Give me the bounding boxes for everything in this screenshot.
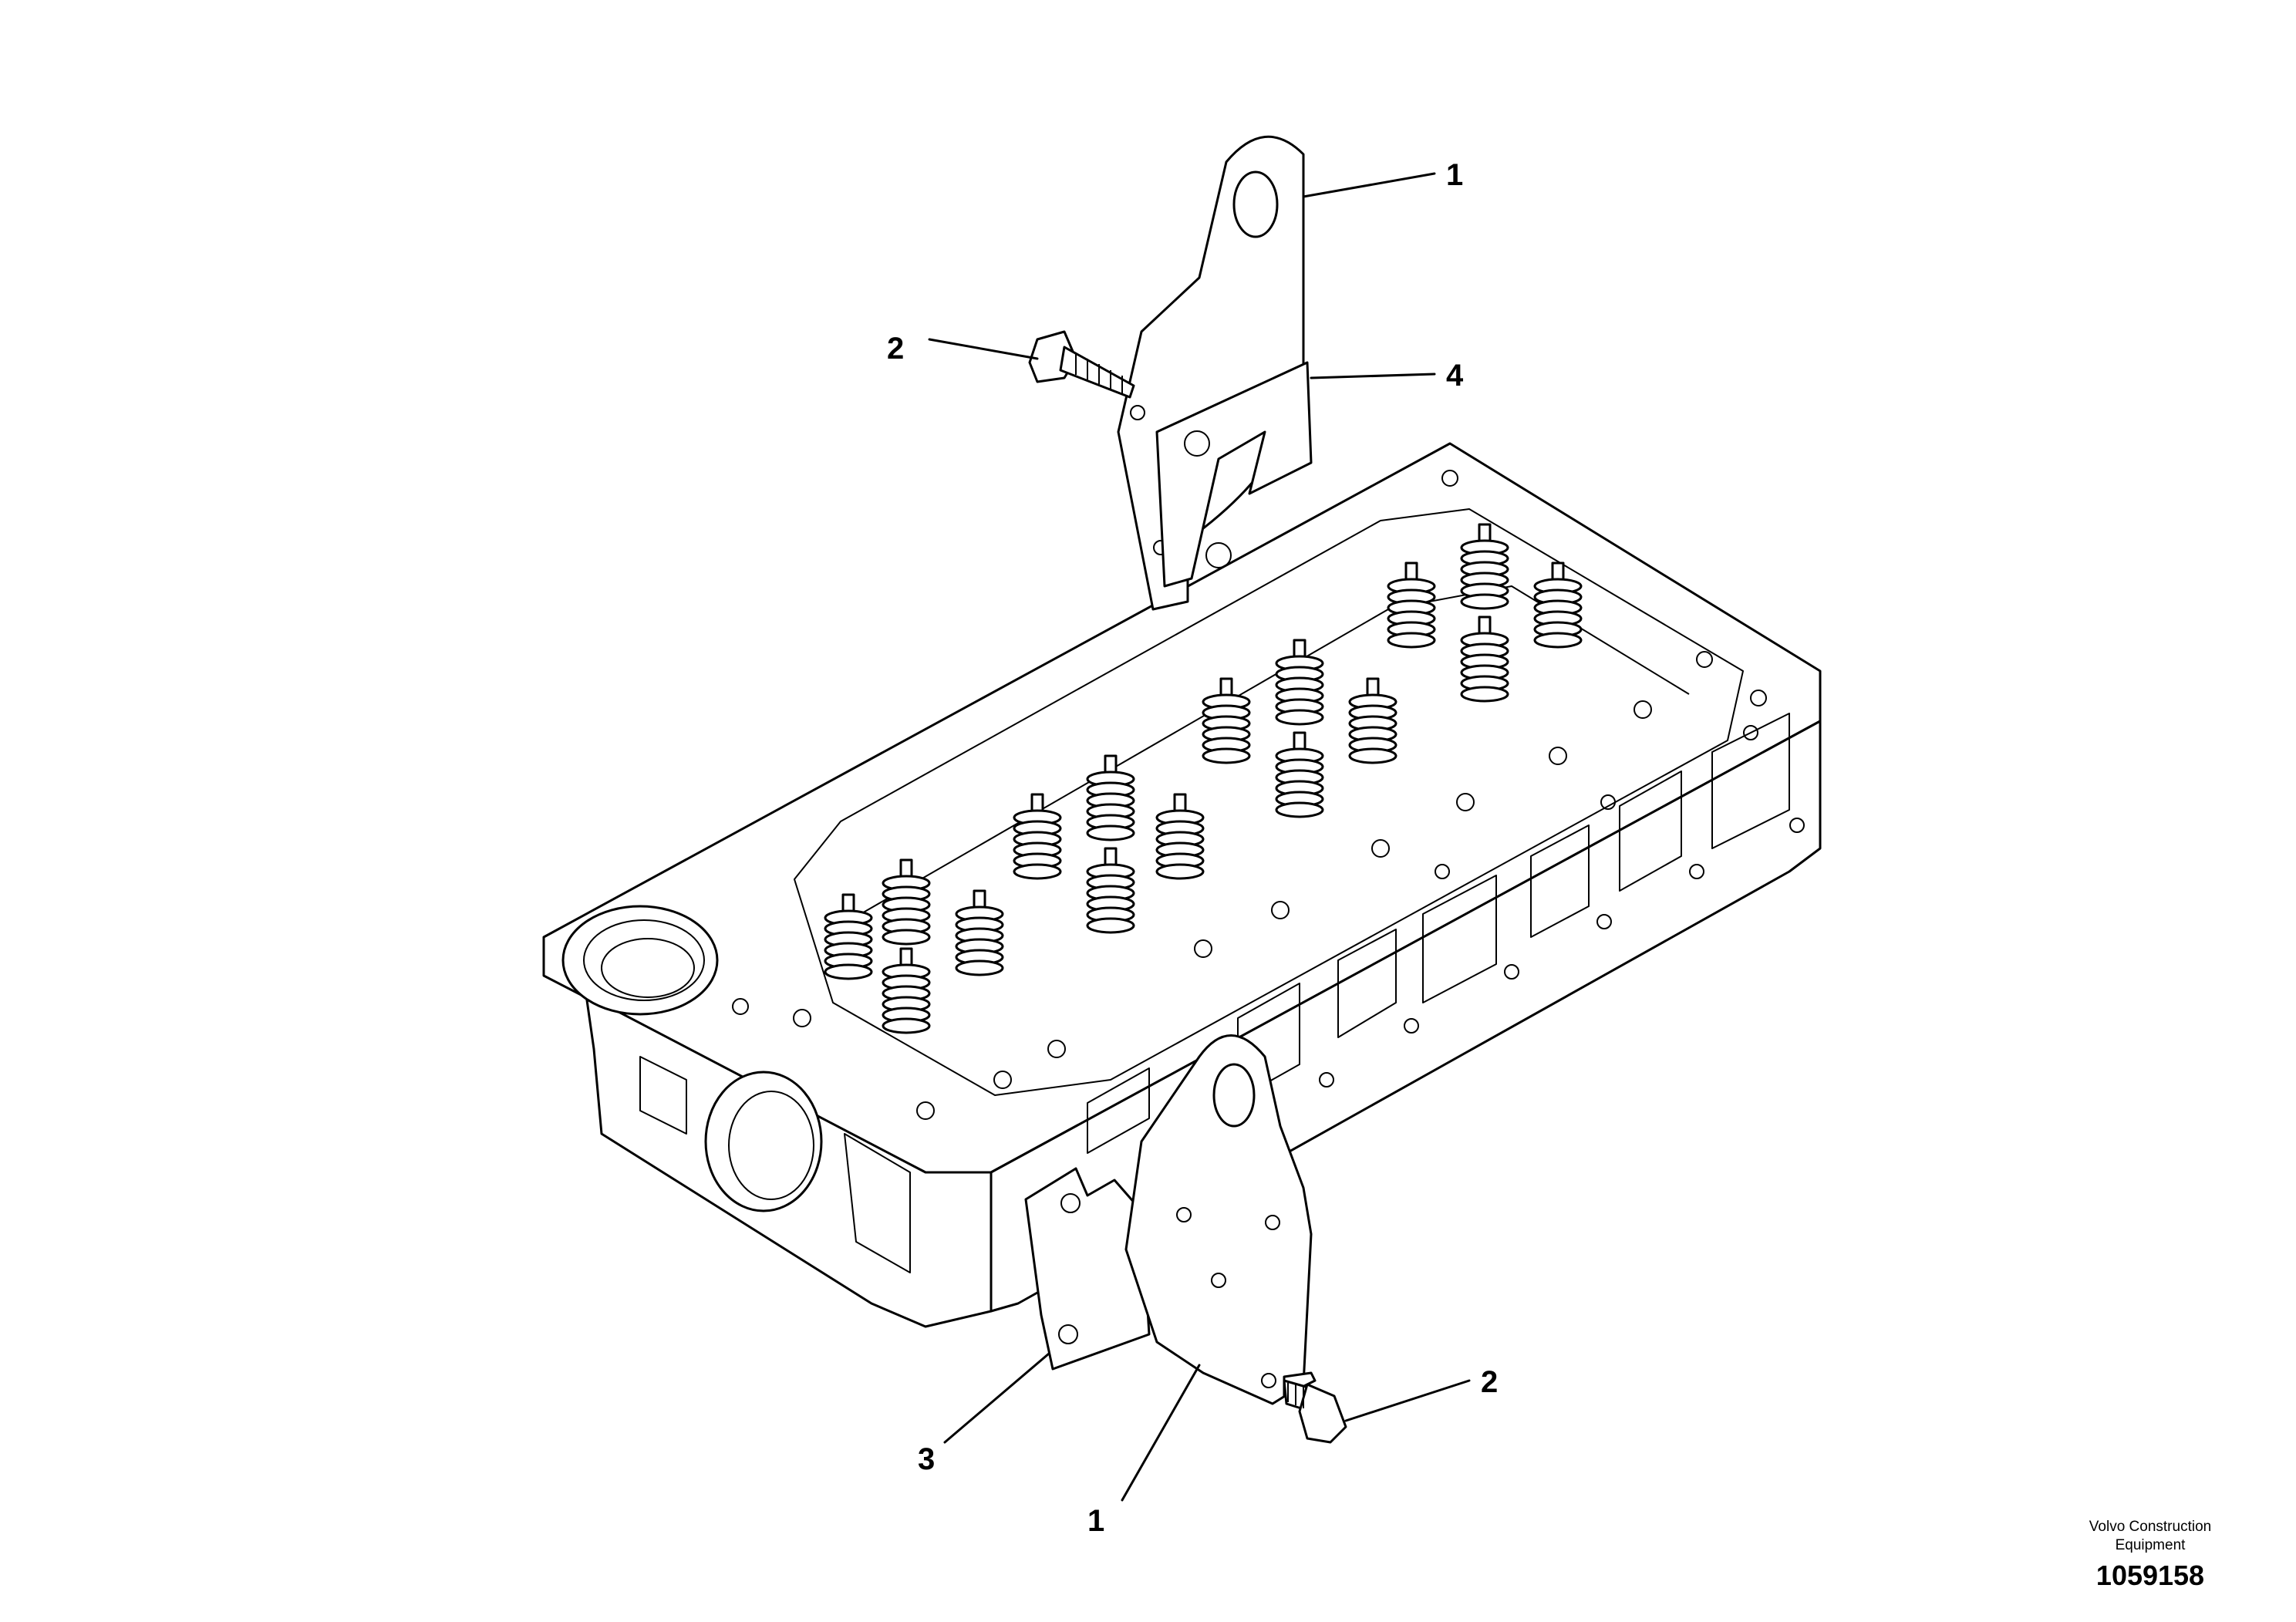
bottom-gasket <box>1024 1167 1151 1371</box>
valve-spring <box>1086 754 1135 841</box>
top-gasket <box>1155 361 1313 588</box>
callout-bottom-bracket: 1 <box>1087 1504 1104 1538</box>
drawing-number: 1059158 <box>2096 1560 2204 1591</box>
callout-top-bracket: 1 <box>1446 158 1463 192</box>
callout-top-bolt: 2 <box>887 332 904 366</box>
callout-top-gasket: 4 <box>1446 359 1464 393</box>
callout-bottom-gasket: 3 <box>918 1442 935 1476</box>
valve-spring <box>1155 793 1205 880</box>
valve-spring <box>1348 677 1397 764</box>
company-name-line2: Equipment <box>2116 1537 2186 1553</box>
valve-spring <box>955 889 1004 976</box>
valve-spring <box>1533 561 1583 649</box>
valve-spring <box>1460 523 1509 610</box>
company-name-line1: Volvo Construction <box>2089 1519 2211 1535</box>
top-bolt <box>1028 330 1135 399</box>
valve-spring <box>882 947 931 1034</box>
valve-spring <box>1387 561 1436 649</box>
valve-spring <box>1275 639 1324 726</box>
callout-bottom-bolt: 2 <box>1481 1365 1498 1399</box>
bottom-lifting-bracket <box>1124 1034 1313 1405</box>
valve-spring <box>1086 847 1135 934</box>
leader-lines <box>928 172 1471 1502</box>
valve-spring <box>1202 677 1251 764</box>
valve-springs <box>824 523 1583 1034</box>
bottom-bolt <box>1283 1371 1347 1444</box>
valve-spring <box>1013 793 1062 880</box>
valve-spring <box>1460 615 1509 703</box>
valve-spring <box>1275 731 1324 818</box>
valve-spring <box>882 858 931 946</box>
valve-spring <box>824 893 873 980</box>
